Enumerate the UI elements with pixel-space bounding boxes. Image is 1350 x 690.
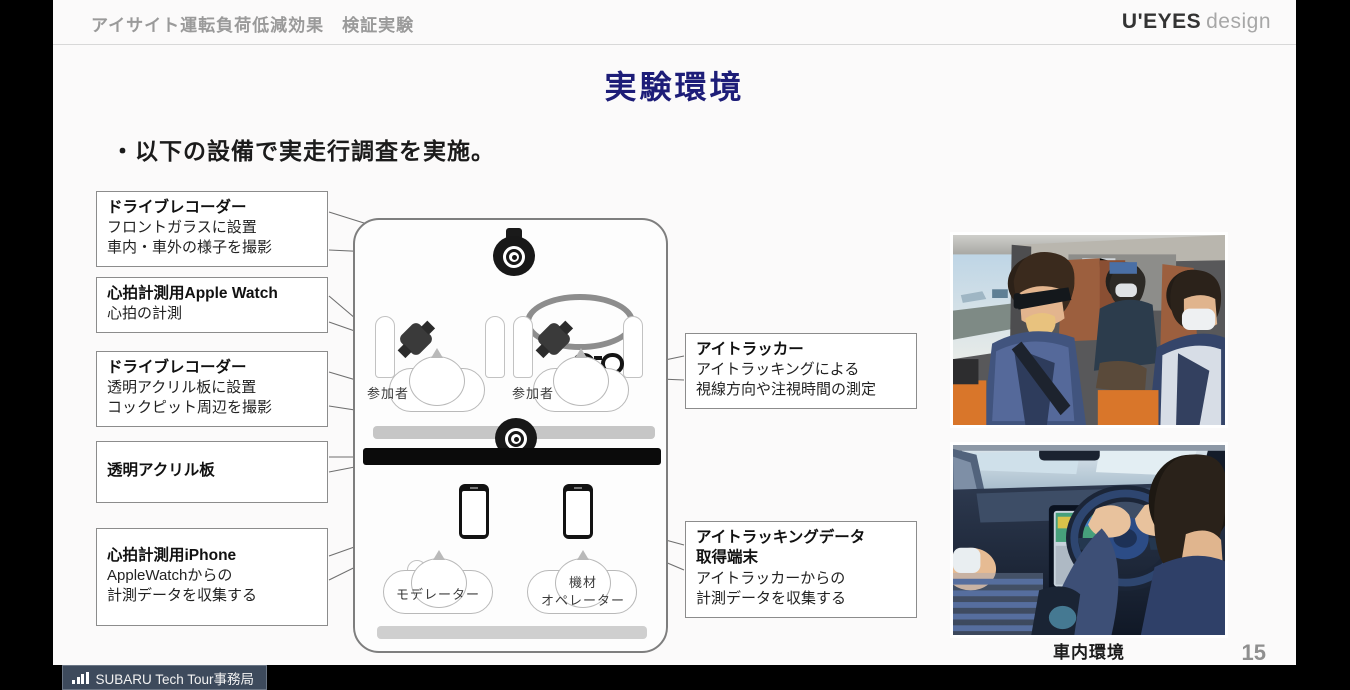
callout-line: 計測データを収集する (107, 587, 258, 605)
console-strip-right (527, 426, 655, 439)
logo-sub-text: design (1206, 10, 1271, 33)
car-cabin-diagram: 参加者 参加者 (353, 218, 668, 653)
taskbar-item-subaru-tech-tour[interactable]: SUBARU Tech Tour事務局 (62, 665, 268, 690)
armrest (623, 316, 643, 378)
callout-title: 透明アクリル板 (107, 461, 215, 479)
callout-line: アイトラッキングによる (696, 361, 860, 379)
seat-label-operator-line1: 機材 (568, 575, 597, 590)
callout-title: アイトラッキングデータ (696, 529, 866, 546)
armrest (375, 316, 395, 378)
callout-line: 透明アクリル板に設置 (107, 379, 257, 397)
seat-head (553, 348, 609, 406)
taskbar: SUBARU Tech Tour事務局 (0, 665, 1350, 690)
callout-title-second-line: 取得端末 (696, 549, 759, 567)
callout-iphone[interactable]: 心拍計測用iPhone AppleWatchからの 計測データを収集する (96, 528, 328, 626)
acrylic-board (363, 448, 661, 465)
seat-label-participant-right: 参加者 (511, 386, 554, 401)
callout-line: 視線方向や注視時間の測定 (696, 381, 877, 399)
seat-head (409, 348, 465, 406)
drive-recorder-windshield-icon (493, 228, 535, 276)
seat-head (555, 550, 611, 608)
page-number: 15 (1241, 640, 1266, 665)
callout-title: 心拍計測用iPhone (107, 546, 237, 564)
callout-drive-recorder-windshield[interactable]: ドライブレコーダー フロントガラスに設置 車内・車外の様子を撮影 (96, 191, 328, 268)
armrest (485, 316, 505, 378)
seat-label-moderator: モデレーター (395, 587, 480, 602)
callout-acrylic-board[interactable]: 透明アクリル板 (96, 441, 328, 503)
callout-line: AppleWatchからの (107, 567, 233, 585)
callout-eye-tracking-data-terminal[interactable]: アイトラッキングデータ 取得端末 アイトラッカーからの 計測データを収集する (685, 521, 917, 618)
photo-caption: 車内環境 (1053, 643, 1125, 662)
rear-console-strip (377, 626, 647, 639)
callout-line: 心拍の計測 (107, 305, 183, 323)
photo-cabin-occupants (950, 232, 1228, 428)
seat-head (411, 550, 467, 608)
logo-main-text: U'EYES (1121, 10, 1202, 33)
console-strip-left (373, 426, 501, 439)
iphone-icon-left (459, 484, 489, 539)
callout-title: ドライブレコーダー (107, 199, 247, 216)
lead-text: ・以下の設備で実走行調査を実施。 (111, 138, 495, 164)
callout-line: 車内・車外の様子を撮影 (107, 239, 273, 257)
callout-line: コックピット周辺を撮影 (107, 399, 273, 417)
signal-bars-icon (72, 671, 89, 684)
taskbar-item-label: SUBARU Tech Tour事務局 (95, 671, 255, 687)
seat-label-operator-line2: オペレーター (540, 593, 625, 608)
callout-drive-recorder-acrylic[interactable]: ドライブレコーダー 透明アクリル板に設置 コックピット周辺を撮影 (96, 351, 328, 428)
seat-label-participant-left: 参加者 (366, 386, 409, 401)
photo-cockpit-view (950, 442, 1228, 638)
callout-line: フロントガラスに設置 (107, 219, 257, 237)
callout-title: アイトラッカー (696, 341, 804, 358)
apple-watch-icon-left (397, 320, 435, 358)
armrest (513, 316, 533, 378)
header-title: アイサイト運転負荷低減効果 検証実験 (91, 16, 415, 35)
callout-line: 計測データを収集する (696, 589, 847, 607)
callout-title: ドライブレコーダー (107, 359, 247, 376)
callout-apple-watch[interactable]: 心拍計測用Apple Watch 心拍の計測 (96, 277, 328, 334)
page-title: 実験環境 (604, 69, 745, 105)
callout-eye-tracker[interactable]: アイトラッカー アイトラッキングによる 視線方向や注視時間の測定 (685, 333, 917, 410)
callout-line: アイトラッカーからの (696, 569, 846, 587)
iphone-icon-right (563, 484, 593, 539)
callout-title: 心拍計測用Apple Watch (107, 285, 278, 302)
